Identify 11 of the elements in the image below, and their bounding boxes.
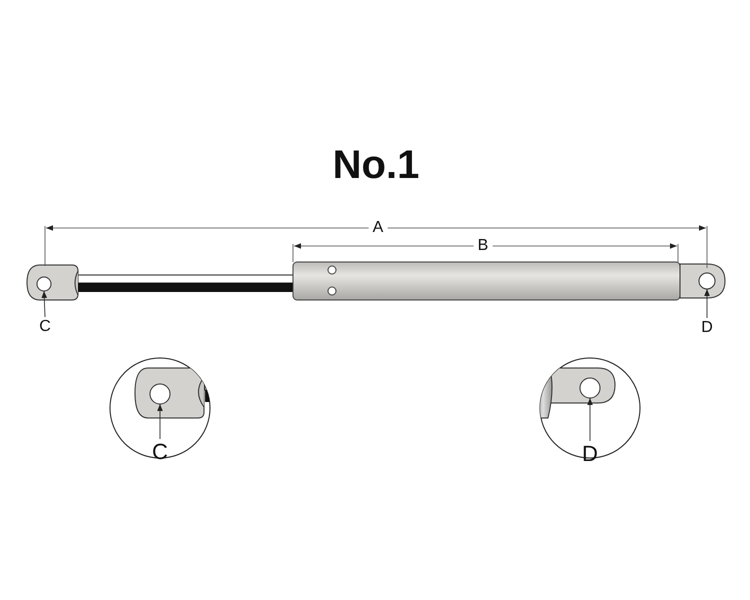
leader-line (157, 404, 163, 440)
callout-letter: C (152, 441, 168, 463)
leader-line (41, 290, 48, 318)
callout-letter: D (701, 320, 713, 336)
leader-line (704, 288, 710, 318)
eye-hole (698, 272, 716, 290)
eye-hole (580, 378, 600, 398)
title: No.1 (332, 145, 420, 185)
callout-letter: C (39, 319, 51, 335)
eye-hole (36, 276, 52, 292)
eye-hole (150, 384, 170, 404)
